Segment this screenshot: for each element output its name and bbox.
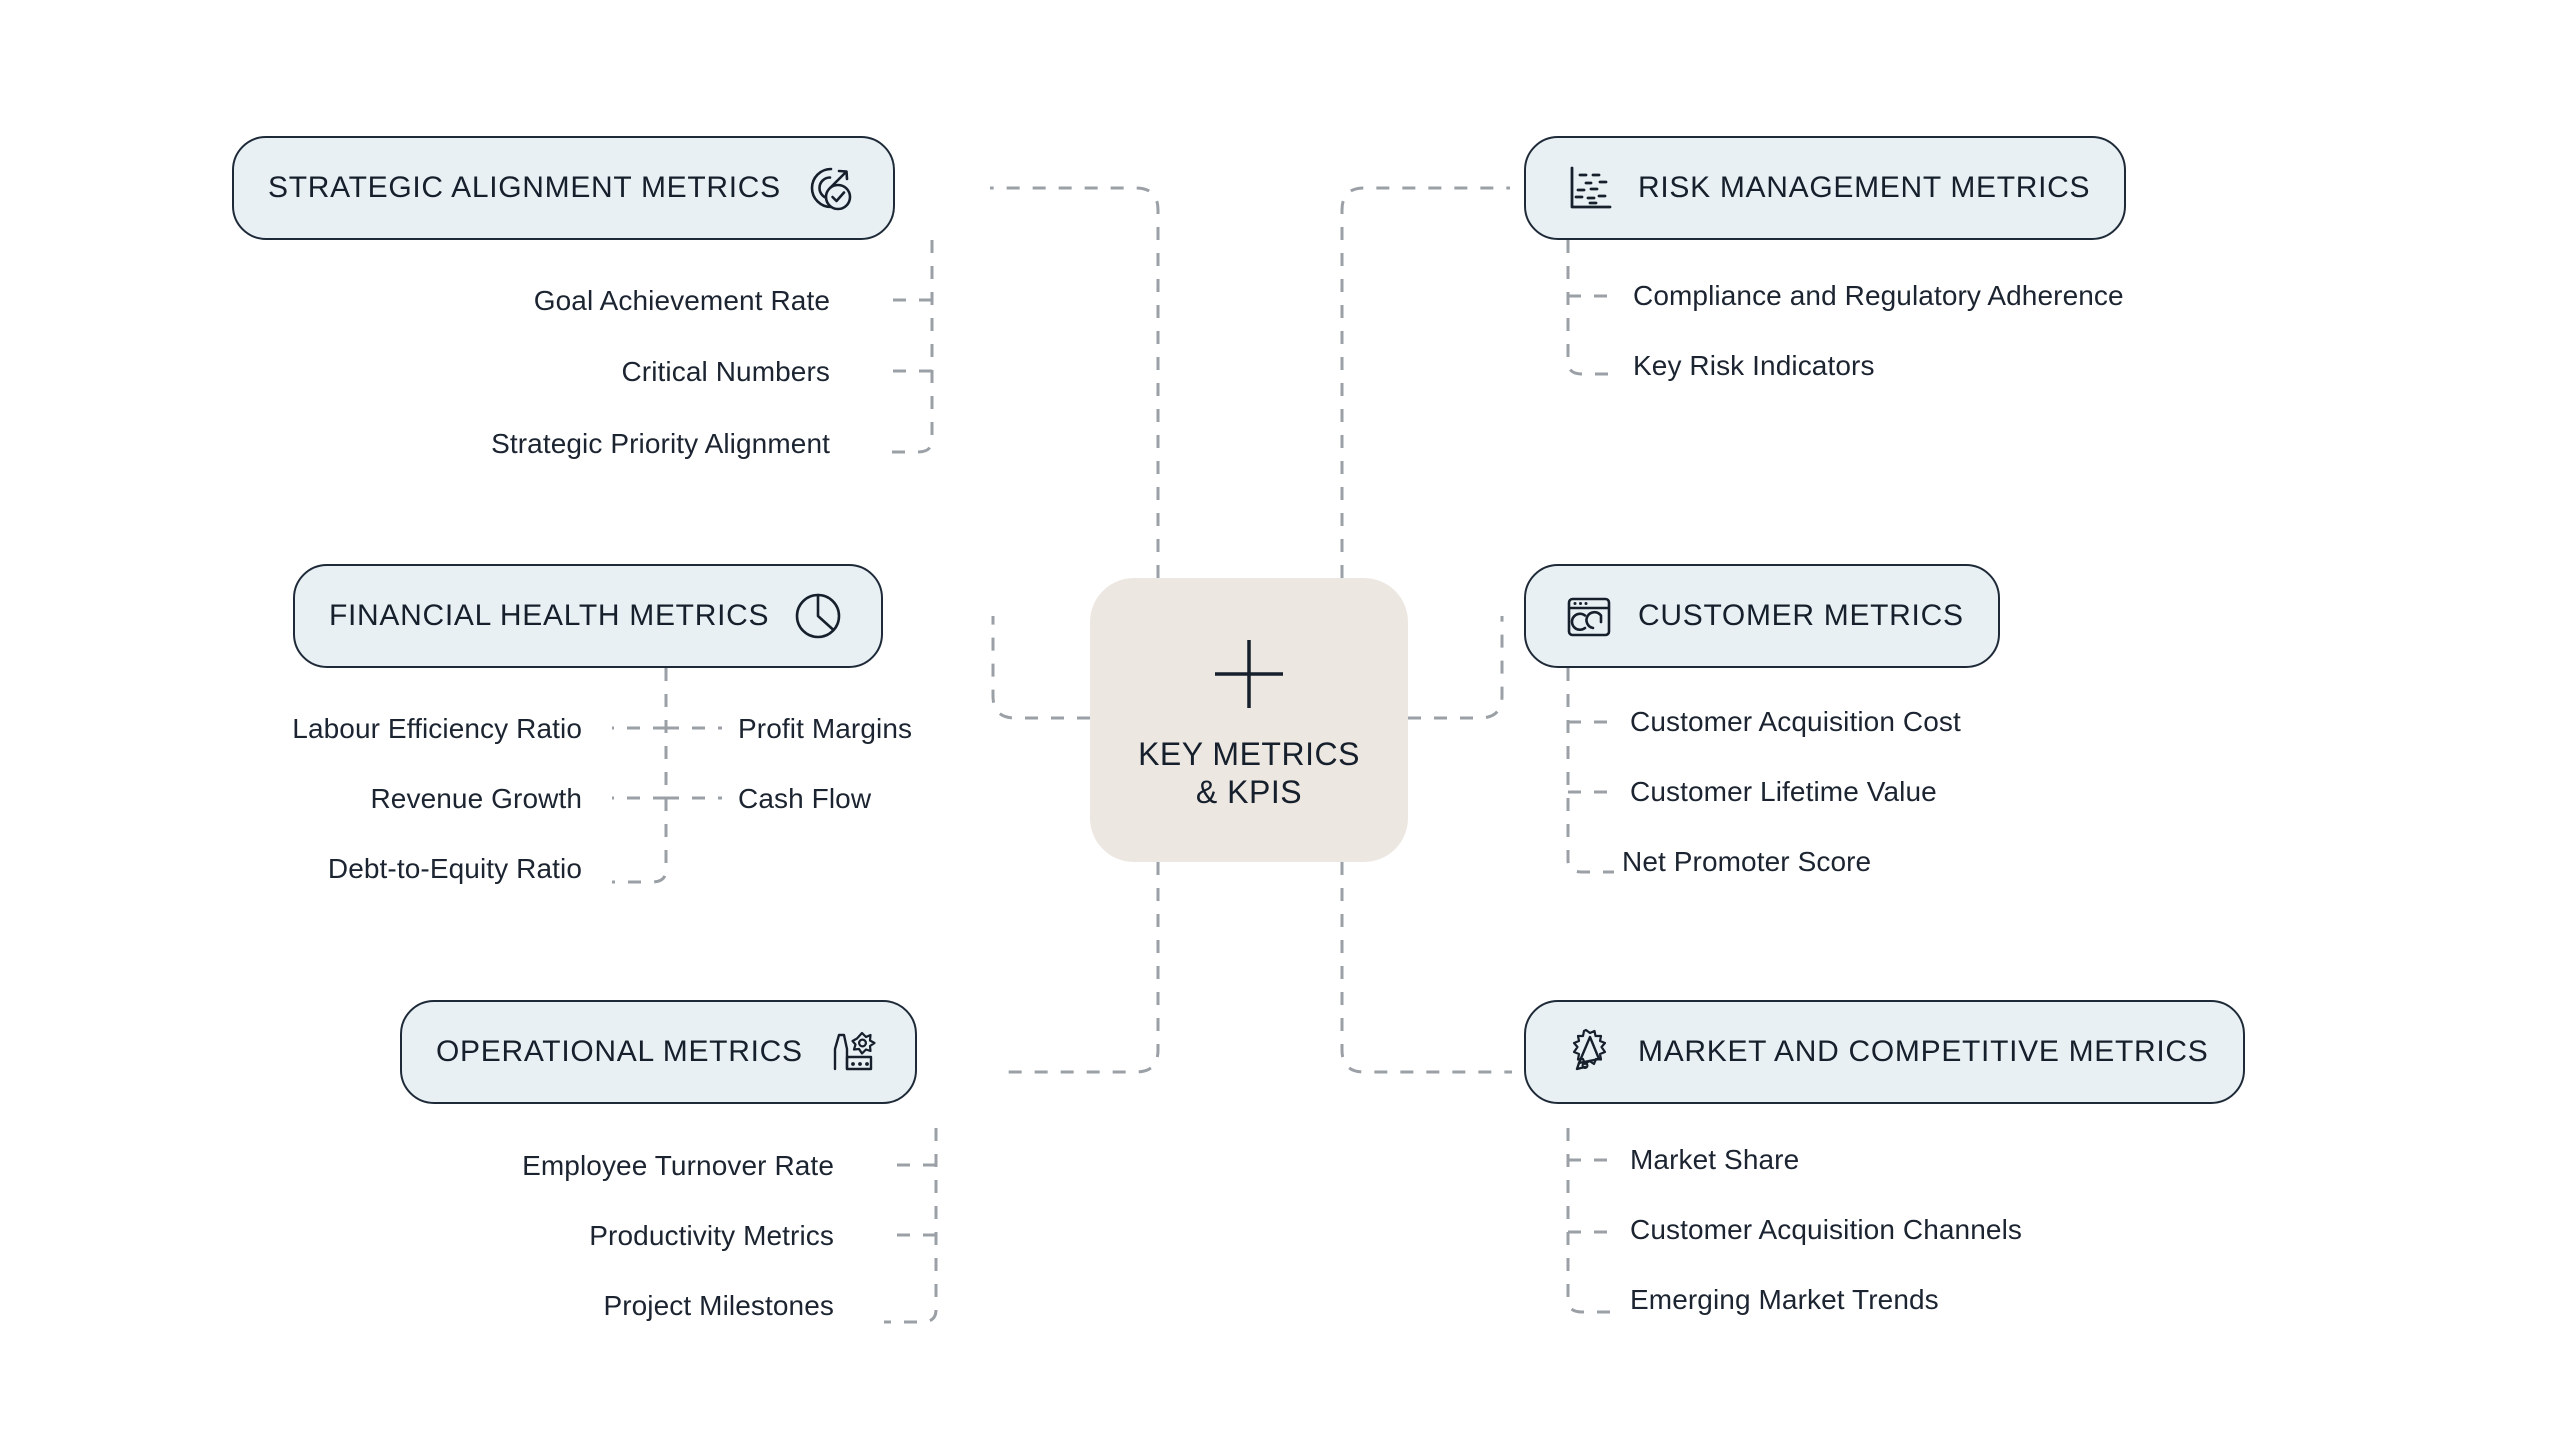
subitem-debt-to-equity-ratio: Debt-to-Equity Ratio [327,853,582,884]
center-title: KEY METRICS & KPIS [1138,736,1360,810]
subitem-profit-margins: Profit Margins [738,713,913,744]
factory-gear-icon [823,1023,881,1081]
branch-card-customer[interactable]: CUSTOMER METRICS [1524,564,2000,668]
wire-center-risk [1340,186,1510,578]
wire-center-market [1340,862,1512,1074]
subitem-customer-acquisition-channels: Customer Acquisition Channels [1630,1214,2022,1245]
wire-strategic-spine [880,240,934,454]
wire-center-strategic [990,186,1160,578]
branch-label-customer: CUSTOMER METRICS [1638,599,1964,632]
wire-center-financial [991,616,1090,720]
branch-card-risk-management[interactable]: RISK MANAGEMENT METRICS [1524,136,2127,240]
subitem-compliance-regulatory-adherence: Compliance and Regulatory Adherence [1633,280,2124,311]
subitem-critical-numbers: Critical Numbers [621,356,830,387]
subitem-market-share: Market Share [1630,1144,1800,1175]
subitem-cash-flow: Cash Flow [738,783,872,814]
wire-customer-spine [1566,668,1614,874]
megaphone-burst-icon [1560,1023,1618,1081]
subitem-goal-achievement-rate: Goal Achievement Rate [533,285,830,316]
subitem-productivity-metrics: Productivity Metrics [589,1220,834,1251]
subitem-customer-lifetime-value: Customer Lifetime Value [1630,776,1937,807]
subitem-project-milestones: Project Milestones [603,1290,834,1321]
subitem-employee-turnover-rate: Employee Turnover Rate [522,1150,834,1181]
pie-chart-icon [789,587,847,645]
branch-label-market-competitive: MARKET AND COMPETITIVE METRICS [1638,1035,2209,1068]
target-arrow-check-icon [801,159,859,217]
plus-icon [1207,632,1291,716]
subitem-customer-acquisition-cost: Customer Acquisition Cost [1630,706,1961,737]
branch-label-strategic-alignment: STRATEGIC ALIGNMENT METRICS [268,171,781,204]
wire-center-operational [1000,862,1160,1074]
branch-card-strategic-alignment[interactable]: STRATEGIC ALIGNMENT METRICS [232,136,895,240]
branch-label-operational: OPERATIONAL METRICS [436,1035,803,1068]
subitem-strategic-priority-alignment: Strategic Priority Alignment [491,428,830,459]
wire-center-customer [1408,616,1504,720]
wire-operational-spine [884,1128,938,1324]
branch-card-financial-health[interactable]: FINANCIAL HEALTH METRICS [293,564,884,668]
subitem-labour-efficiency-ratio: Labour Efficiency Ratio [292,713,582,744]
branch-label-risk-management: RISK MANAGEMENT METRICS [1638,171,2091,204]
subitem-key-risk-indicators: Key Risk Indicators [1633,350,1875,381]
subitem-emerging-market-trends: Emerging Market Trends [1630,1284,1939,1315]
branch-card-operational[interactable]: OPERATIONAL METRICS [400,1000,917,1104]
branch-card-market-competitive[interactable]: MARKET AND COMPETITIVE METRICS [1524,1000,2245,1104]
scatter-plot-icon [1560,159,1618,217]
subitem-revenue-growth: Revenue Growth [370,783,582,814]
center-node[interactable]: KEY METRICS & KPIS [1090,578,1408,862]
branch-label-financial-health: FINANCIAL HEALTH METRICS [329,599,770,632]
wire-risk-spine [1566,240,1614,376]
browser-gauges-icon [1560,587,1618,645]
wire-market-spine [1566,1128,1614,1314]
wire-financial-spine [612,668,668,884]
subitem-net-promoter-score: Net Promoter Score [1622,846,1872,877]
